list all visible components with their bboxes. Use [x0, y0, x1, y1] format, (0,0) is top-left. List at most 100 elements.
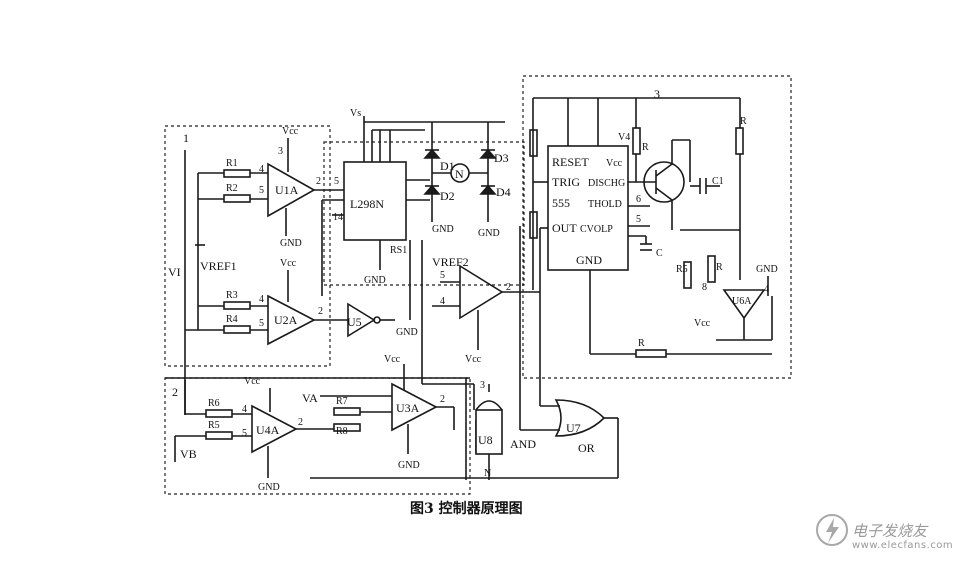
timer-trig: TRIG	[552, 175, 580, 189]
u8-pin3: 3	[480, 380, 485, 391]
u1a-pin2: 2	[316, 176, 321, 187]
u2a-opamp	[267, 294, 316, 346]
d4-diode	[479, 184, 497, 195]
d4-label: D4	[496, 185, 511, 199]
c1-label: C1	[712, 176, 724, 187]
and-label: AND	[510, 437, 536, 451]
vref2-pin2: 2	[506, 282, 511, 293]
u6-pin4: 4	[764, 284, 769, 295]
vref1-label: VREF1	[200, 259, 237, 273]
timer-r-right-label: R	[740, 116, 747, 127]
feedback-r-label: R	[638, 338, 645, 349]
section-3-box	[522, 75, 792, 379]
vref2-pin5: 5	[440, 270, 445, 281]
u7-label: U7	[566, 421, 581, 435]
rs1-label: RS1	[390, 245, 407, 256]
r3-resistor	[223, 301, 251, 310]
timer-r-right	[735, 127, 744, 155]
d1-diode	[423, 148, 441, 159]
u2a-vcc: Vcc	[280, 258, 297, 269]
u6-gnd: GND	[756, 264, 778, 275]
u6a-opamp	[722, 289, 766, 320]
bridge-gnd-left: GND	[432, 224, 454, 235]
bridge-gnd-right: GND	[478, 228, 500, 239]
vref2-comparator	[459, 264, 504, 320]
l298-label: L298N	[350, 197, 384, 211]
timer-gnd: GND	[576, 253, 602, 267]
r1-label: R1	[226, 158, 238, 169]
d3-label: D3	[494, 151, 509, 165]
timer-r-top-label: R	[642, 142, 649, 153]
r8-resistor	[333, 423, 361, 432]
u1a-vcc: Vcc	[282, 126, 299, 137]
vref2-pin4: 4	[440, 296, 445, 307]
timer-dischg: DISCHG	[588, 178, 625, 189]
r6-resistor	[205, 409, 233, 418]
vref2-label: VREF2	[432, 255, 469, 269]
r-u6-resistor	[707, 255, 716, 283]
d2-label: D2	[440, 189, 455, 203]
timer-cvolp: CVOLP	[580, 224, 613, 235]
u2a-pin5: 5	[259, 318, 264, 329]
d3-diode	[479, 148, 497, 159]
section-1-label: 1	[183, 131, 189, 145]
u6-vcc: Vcc	[694, 318, 711, 329]
timer-r-left	[529, 129, 538, 157]
u3a-pin2: 2	[440, 394, 445, 405]
r5b-label: R5	[208, 420, 220, 431]
u2a-label: U2A	[274, 313, 298, 327]
r5-resistor	[683, 261, 692, 289]
u3a-label: U3A	[396, 401, 420, 415]
r4-resistor	[223, 325, 251, 334]
u4a-pin2: 2	[298, 417, 303, 428]
l298-chip	[343, 161, 407, 241]
u1a-label: U1A	[275, 183, 299, 197]
u3a-gnd: GND	[398, 460, 420, 471]
watermark-brand: 电子发烧友	[852, 522, 928, 540]
section-1-box	[164, 125, 331, 367]
c-label: C	[656, 248, 663, 259]
l298-pin5: 5	[334, 176, 339, 187]
u1a-pin4: 4	[259, 164, 264, 175]
u8-n-label: N	[484, 468, 491, 479]
figure-caption: 图3 控制器原理图	[410, 501, 523, 517]
u6-pin8: 8	[702, 282, 707, 293]
l298-gnd: GND	[364, 275, 386, 286]
r2-label: R2	[226, 183, 238, 194]
timer-r-trig	[529, 211, 538, 239]
d2-diode	[423, 184, 441, 195]
u4a-label: U4A	[256, 423, 280, 437]
v4-label: V4	[618, 132, 630, 143]
r1-resistor	[223, 169, 251, 178]
l298-pin14: 14	[333, 212, 343, 223]
u5-label: U5	[347, 315, 362, 329]
l298-out-gnd: GND	[396, 327, 418, 338]
u1a-pin5: 5	[259, 185, 264, 196]
section-2-label: 2	[172, 385, 178, 399]
u4a-gnd: GND	[258, 482, 280, 493]
r7-label: R7	[336, 396, 348, 407]
timer-555-chip	[547, 145, 629, 271]
u4a-pin4: 4	[242, 404, 247, 415]
d1-label: D1	[440, 159, 455, 173]
timer-vcc: Vcc	[606, 158, 623, 169]
timer-r-top	[632, 127, 641, 155]
r8-label: R8	[336, 426, 348, 437]
motor-label: N	[455, 167, 464, 181]
r6-label: R6	[208, 398, 220, 409]
u5-buffer	[347, 302, 376, 338]
u8-label: U8	[478, 433, 493, 447]
r5-label: R5	[676, 264, 688, 275]
r7-resistor	[333, 407, 361, 416]
section-3-label: 3	[654, 87, 660, 101]
u4a-vcc: Vcc	[244, 376, 261, 387]
timer-out: OUT	[552, 221, 577, 235]
r3-label: R3	[226, 290, 238, 301]
u1a-gnd: GND	[280, 238, 302, 249]
vi-label: VI	[168, 265, 181, 279]
watermark-logo-icon	[816, 514, 848, 546]
va-label: VA	[302, 391, 318, 405]
r-u6-label: R	[716, 262, 723, 273]
u6a-label: U6A	[732, 296, 752, 307]
